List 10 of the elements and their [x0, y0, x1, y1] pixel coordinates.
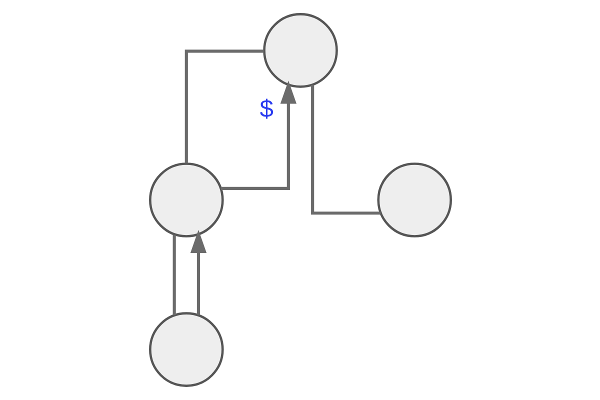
- node-person: [148, 162, 224, 238]
- connector: [310, 84, 380, 215]
- connector: [184, 50, 264, 164]
- edge-label: $: [259, 96, 273, 124]
- arrow: [220, 80, 296, 190]
- node-person: [262, 13, 338, 88]
- connector: [172, 234, 176, 316]
- arrow: [190, 230, 206, 315]
- node-person: [148, 312, 224, 387]
- node-person: [376, 162, 452, 238]
